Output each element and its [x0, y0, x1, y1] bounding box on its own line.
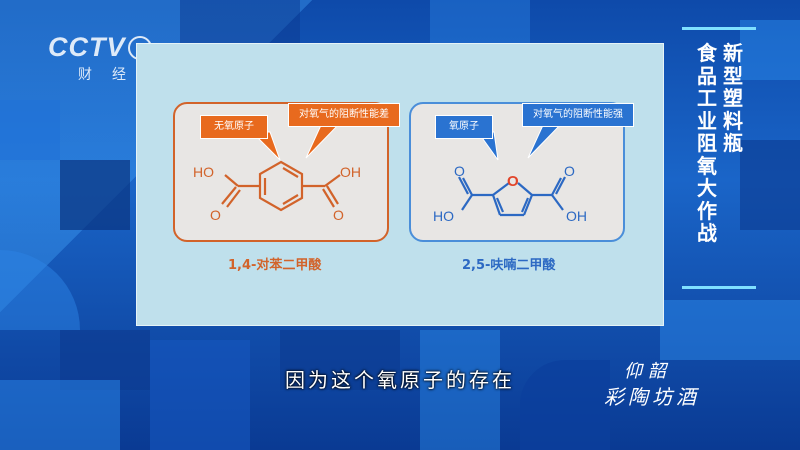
subtitle-caption: 因为这个氧原子的存在	[285, 368, 515, 392]
bg-tile	[660, 300, 800, 360]
bg-tile	[0, 100, 60, 160]
title-char: 型	[723, 63, 743, 88]
title-char: 塑	[723, 86, 743, 110]
title-column-2: 食 品 工 业 阻 氧 大 作 战	[696, 42, 718, 245]
channel-subname: 财经	[78, 67, 146, 83]
title-char: 食	[697, 41, 717, 65]
callout-no-oxygen: 无氧原子	[200, 115, 268, 139]
title-char: 新	[723, 41, 743, 65]
title-char: 大	[697, 176, 717, 200]
label-oh-right: OH	[566, 208, 587, 224]
label-oh-right: OH	[340, 164, 361, 180]
bg-tile	[740, 140, 800, 230]
title-char: 工	[697, 86, 717, 110]
title-char: 氧	[697, 153, 717, 178]
molecule-name-terephthalic: 1,4-对苯二甲酸	[228, 258, 322, 273]
bg-tile	[740, 20, 800, 80]
bg-tile	[180, 0, 300, 43]
title-column-1: 新 型 塑 料 瓶	[722, 42, 744, 155]
title-char: 业	[697, 108, 717, 133]
label-ho-left: HO	[193, 164, 214, 180]
title-char: 瓶	[723, 131, 743, 155]
channel-logo-text: CCTV	[48, 32, 126, 62]
bg-tile	[150, 340, 250, 450]
sponsor-line-2: 彩陶坊酒	[604, 385, 700, 409]
callout-poor-barrier: 对氧气的阻断性能差	[288, 103, 400, 127]
side-title: 新 型 塑 料 瓶 食 品 工 业 阻 氧 大 作 战	[682, 27, 756, 289]
label-o-left: O	[210, 207, 221, 223]
title-char: 品	[697, 63, 717, 88]
sponsor-logo: 仰韶 彩陶坊酒	[604, 357, 724, 413]
label-ho-left: HO	[433, 208, 454, 224]
bg-tile	[430, 0, 530, 43]
title-char: 料	[723, 108, 743, 133]
title-char: 作	[697, 198, 717, 223]
label-o-left: O	[454, 163, 465, 179]
molecule-name-fdca: 2,5-呋喃二甲酸	[462, 258, 556, 273]
bg-tile	[60, 160, 130, 230]
title-char: 战	[697, 221, 717, 245]
bg-tile	[520, 360, 610, 450]
label-o-right: O	[564, 163, 575, 179]
label-o-right: O	[333, 207, 344, 223]
label-ring-oxygen: O	[507, 173, 519, 190]
bg-tile	[280, 330, 400, 390]
callout-strong-barrier: 对氧气的阻断性能强	[522, 103, 634, 127]
sponsor-line-1: 仰韶	[624, 361, 672, 382]
bg-tile	[0, 380, 120, 450]
bg-tile	[420, 330, 500, 450]
title-char: 阻	[697, 131, 717, 155]
callout-oxygen-atom: 氧原子	[435, 115, 493, 139]
